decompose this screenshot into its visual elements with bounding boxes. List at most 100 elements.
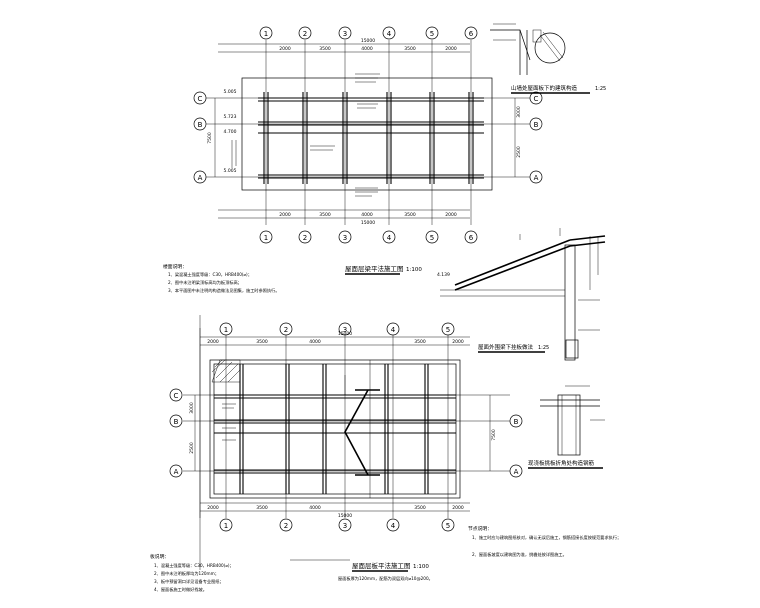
p1-axis-1b: 1 xyxy=(264,234,268,242)
p1-dim-3b: 4000 xyxy=(361,212,373,218)
notes-1-item-3: 3、本平面图中未注明的构造做法见图集，施工时参照执行。 xyxy=(168,287,280,294)
p2-axis-4: 4 xyxy=(391,326,396,334)
p2-dim-total: 15000 xyxy=(338,331,352,337)
p1-axis-4: 4 xyxy=(387,30,392,38)
p2-axis-b-r: B xyxy=(514,418,519,426)
notes-1-item-2: 2、图中未注明梁顶标高均为板顶标高； xyxy=(168,279,242,286)
p1-axis-a-r: A xyxy=(534,174,539,182)
p2-axis-2b: 2 xyxy=(284,522,288,530)
notes-2-item-1: 1、混凝土强度等级：C30，HRB400(⌀)； xyxy=(154,562,234,569)
p2-axis-b: B xyxy=(174,418,179,426)
detail-gable xyxy=(490,23,566,75)
beam-plan xyxy=(205,40,530,225)
p1-axis-2: 2 xyxy=(303,30,307,38)
p2-axis-c: C xyxy=(174,392,179,400)
p1-dim-5: 2000 xyxy=(445,46,457,52)
p1-dim-2: 3500 xyxy=(319,46,331,52)
p2-dim-side-1: 3000 xyxy=(189,402,195,414)
notes-2-item-3: 3、板中预留洞口详见设备专业图纸； xyxy=(154,578,224,585)
detail-eave-title: 屋面外围梁下挂板做法 xyxy=(478,343,534,351)
p2-dim-1: 2000 xyxy=(207,339,219,345)
p1-axis-c: C xyxy=(198,95,203,103)
beam-plan-axis-top xyxy=(193,26,543,244)
notes-1: 楼面说明： 1、梁混凝土强度等级：C30，HRB400(⌀)； 2、图中未注明梁… xyxy=(163,263,280,294)
p2-axis-a: A xyxy=(174,468,179,476)
p2-axis-4b: 4 xyxy=(391,522,396,530)
p2-axis-3b: 3 xyxy=(343,522,347,530)
p2-axis-2: 2 xyxy=(284,326,288,334)
p2-dim-totalb: 15000 xyxy=(338,513,352,519)
notes-3-item-1: 1、施工时应与建筑图纸核对，确认无误后施工，钢筋搭接长度按规范要求执行； xyxy=(472,534,621,541)
p2-axis-1b: 1 xyxy=(224,522,228,530)
notes-2-heading: 板说明： xyxy=(150,553,169,560)
p1-axis-3b: 3 xyxy=(343,234,347,242)
p2-dim-2b: 3500 xyxy=(256,505,268,511)
notes-3-item-2: 2、屋面板坡度以建筑图为准，挑檐处按详图施工。 xyxy=(472,551,567,558)
p2-dim-1b: 2000 xyxy=(207,505,219,511)
detail-eave xyxy=(440,228,606,361)
detail-eave-scale: 1:25 xyxy=(538,345,549,351)
p2-dim-side-t: 7500 xyxy=(491,429,497,441)
p2-dim-side-2: 2500 xyxy=(189,442,195,454)
beam-plan-title: 屋面层梁平法施工图 xyxy=(345,264,404,273)
p2-dim-4b: 3500 xyxy=(414,505,426,511)
p1-dim-1: 2000 xyxy=(279,46,291,52)
notes-1-item-1: 1、梁混凝土强度等级：C30，HRB400(⌀)； xyxy=(168,271,252,278)
p2-dim-4: 3500 xyxy=(414,339,426,345)
p1-dim-2b: 3500 xyxy=(319,212,331,218)
notes-2-item-2: 2、图中未注明板厚均为120mm； xyxy=(154,570,219,577)
p2-dim-5b: 2000 xyxy=(452,505,464,511)
p1-axis-3: 3 xyxy=(343,30,347,38)
notes-2-item-4: 4、屋面板施工时做好找坡。 xyxy=(154,586,207,593)
slab-plan-title: 屋面层板平法施工图 xyxy=(352,561,411,570)
p2-dim-2: 3500 xyxy=(256,339,268,345)
p1-dim-side-2: 2500 xyxy=(516,146,522,158)
p2-dim-3: 4000 xyxy=(309,339,321,345)
p2-axis-1: 1 xyxy=(224,326,228,334)
p1-axis-b: B xyxy=(198,121,203,129)
p1-dim-side-1: 3000 xyxy=(516,106,522,118)
p1-axis-6: 6 xyxy=(469,30,474,38)
p1-dim-3: 4000 xyxy=(361,46,373,52)
p1-dim-4b: 3500 xyxy=(404,212,416,218)
p1-elev-1: 5.005 xyxy=(224,89,237,95)
slab-plan-scale: 1:100 xyxy=(413,564,429,570)
slab-thickness-note: 屋面板厚为120mm，配筋为双层双向⌀10@200。 xyxy=(338,575,433,582)
notes-3: 节点说明： 1、施工时应与建筑图纸核对，确认无误后施工，钢筋搭接长度按规范要求执… xyxy=(468,525,621,558)
detail-gable-title: 山墙处屋面板下的建筑构造 xyxy=(511,84,578,92)
detail-corner-title: 现浇板挑板折角处构造钢筋 xyxy=(528,459,595,467)
slab-plan-axis xyxy=(169,322,523,532)
p1-axis-2b: 2 xyxy=(303,234,307,242)
p2-dim-3b: 4000 xyxy=(309,505,321,511)
p1-axis-b-r: B xyxy=(534,121,539,129)
p1-dim-4: 3500 xyxy=(404,46,416,52)
detail-corner xyxy=(540,385,605,456)
p1-dim-totalb: 15000 xyxy=(361,220,375,226)
p2-axis-5b: 5 xyxy=(446,522,450,530)
p1-axis-6b: 6 xyxy=(469,234,474,242)
p1-elev-4: 5.005 xyxy=(224,168,237,174)
notes-3-heading: 节点说明： xyxy=(468,525,492,532)
slab-plan xyxy=(183,315,510,570)
notes-1-heading: 楼面说明： xyxy=(163,263,187,270)
p2-axis-a-r: A xyxy=(514,468,519,476)
p2-axis-3: 3 xyxy=(343,326,347,334)
p1-axis-4b: 4 xyxy=(387,234,392,242)
p1-axis-c-r: C xyxy=(534,95,539,103)
p1-dim-1b: 2000 xyxy=(279,212,291,218)
detail-eave-elev: 4.139 xyxy=(437,272,450,278)
p1-elev-3: 4.700 xyxy=(224,129,237,135)
p1-axis-a: A xyxy=(198,174,203,182)
p1-dim-side-t: 7500 xyxy=(207,132,213,144)
p2-axis-5: 5 xyxy=(446,326,450,334)
beam-plan-scale: 1:100 xyxy=(406,267,422,273)
p2-dim-5: 2000 xyxy=(452,339,464,345)
notes-2: 板说明： 1、混凝土强度等级：C30，HRB400(⌀)； 2、图中未注明板厚均… xyxy=(150,553,234,593)
p1-elev-2: 5.723 xyxy=(224,114,237,120)
p1-dim-total: 15000 xyxy=(361,38,375,44)
p1-dim-5b: 2000 xyxy=(445,212,457,218)
detail-gable-scale: 1:25 xyxy=(595,86,606,92)
p1-axis-5: 5 xyxy=(430,30,434,38)
p1-axis-1: 1 xyxy=(264,30,268,38)
